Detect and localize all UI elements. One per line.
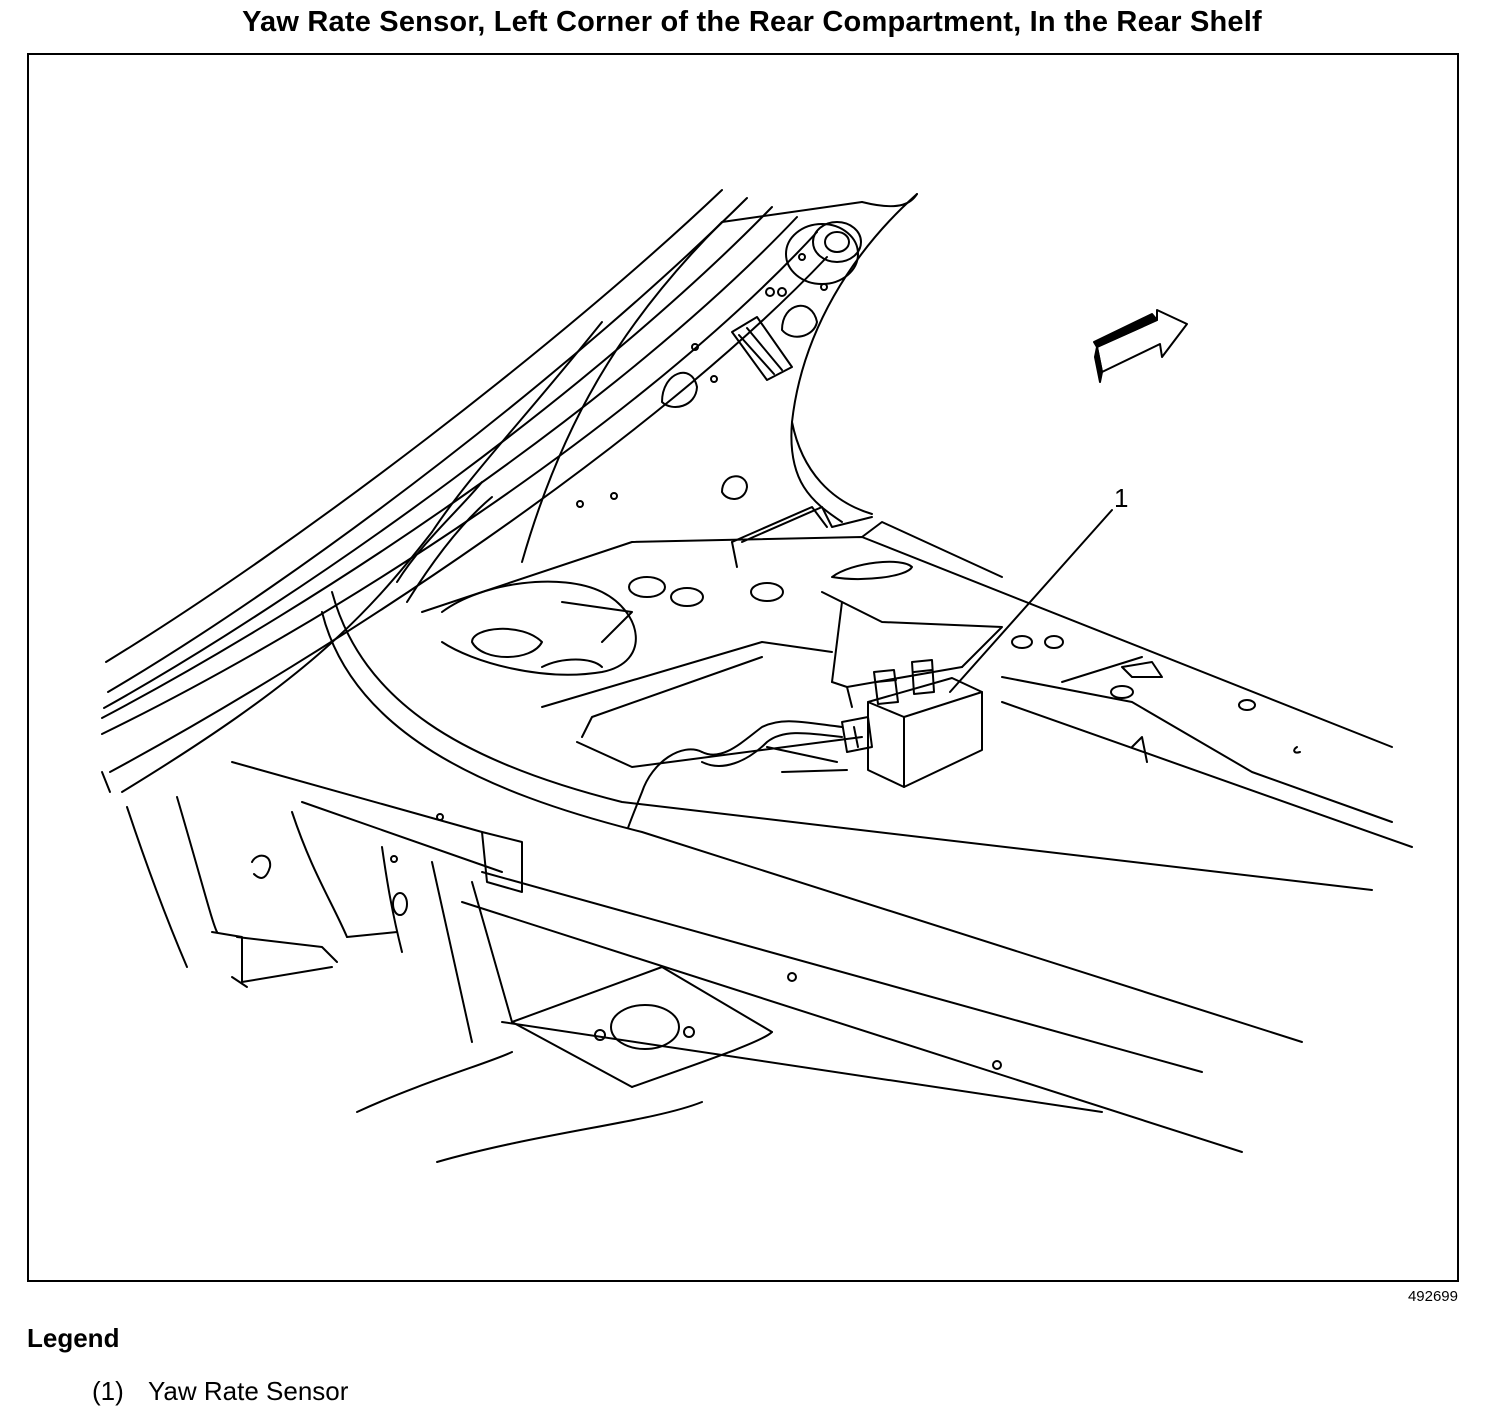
diagram-frame: 1 [27, 53, 1459, 1282]
legend-list: (1) Yaw Rate Sensor [92, 1376, 348, 1407]
legend-heading: Legend [27, 1323, 120, 1353]
legend-item: (1) Yaw Rate Sensor [92, 1376, 348, 1407]
lower-structure [101, 771, 773, 1163]
line-drawing: 1 [101, 189, 1413, 1163]
wiring-harness [627, 720, 848, 829]
yaw-rate-sensor [821, 591, 1003, 788]
diagram-title: Yaw Rate Sensor, Left Corner of the Rear… [242, 6, 1262, 38]
quarter-panel-outline [101, 189, 828, 793]
legend-item-number: (1) [92, 1376, 124, 1406]
callout-1: 1 [1114, 483, 1128, 513]
callout-leader-1 [949, 509, 1113, 693]
forward-arrow-icon [1093, 309, 1188, 383]
figure-id: 492699 [1407, 1288, 1458, 1305]
floor-rails [231, 591, 1373, 1153]
rear-shelf [396, 481, 1413, 848]
inner-panel [521, 193, 918, 563]
legend-item-label: Yaw Rate Sensor [148, 1376, 349, 1406]
